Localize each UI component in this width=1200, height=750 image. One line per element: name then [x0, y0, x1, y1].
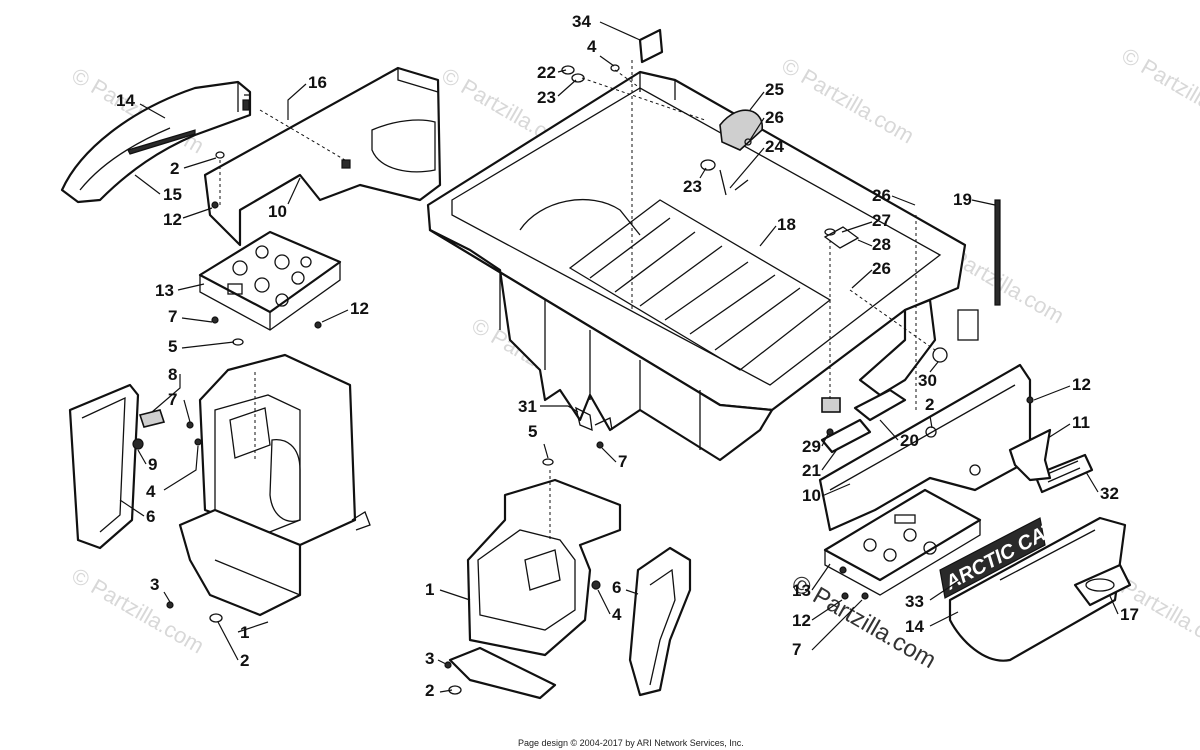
hardware: [132, 64, 1034, 695]
watermark: © Partzilla.com: [1118, 43, 1200, 139]
callout-label: 21: [802, 461, 821, 480]
callout-label: 12: [792, 611, 811, 630]
callout-label: 10: [268, 202, 287, 221]
callout-label: 25: [765, 80, 784, 99]
callout-label: 13: [792, 581, 811, 600]
callout-label: 2: [170, 159, 179, 178]
callout-label: 7: [618, 452, 627, 471]
callout-label: 5: [168, 337, 177, 356]
callout-label: 17: [1120, 605, 1139, 624]
callout-label: 8: [168, 365, 177, 384]
callout-label: 10: [802, 486, 821, 505]
left-mud-flap: [68, 383, 140, 550]
callout-label: 3: [425, 649, 434, 668]
callout-label: 5: [528, 422, 537, 441]
callout-label: 29: [802, 437, 821, 456]
left-footrest: [198, 230, 342, 331]
rear-fender-right: [948, 516, 1132, 662]
callout-label: 34: [572, 12, 591, 31]
callout-label: 24: [765, 137, 784, 156]
callout-label: 14: [116, 91, 135, 110]
callout-label: 2: [925, 395, 934, 414]
callout-label: 33: [905, 592, 924, 611]
callout-label: 20: [900, 431, 919, 450]
watermark: © Partzilla.com: [68, 563, 209, 659]
callout-label: 12: [350, 299, 369, 318]
footer-copyright: Page design © 2004-2017 by ARI Network S…: [518, 738, 744, 748]
callout-label: 13: [155, 281, 174, 300]
callout-label: 23: [683, 177, 702, 196]
watermark: © Partzilla.com: [778, 53, 919, 149]
callout-label: 18: [777, 215, 796, 234]
callout-label: 26: [872, 259, 891, 278]
assembly-lines: [219, 60, 936, 540]
callout-label: 28: [872, 235, 891, 254]
left-rear-fender: [178, 353, 371, 617]
callout-label: 12: [1072, 375, 1091, 394]
callout-label: 26: [765, 108, 784, 127]
callout-label: 2: [240, 651, 249, 670]
callout-label: 23: [537, 88, 556, 107]
left-side-panel: [203, 66, 442, 247]
callout-label: 1: [240, 623, 249, 642]
callout-label: 7: [168, 307, 177, 326]
small-decals: [638, 28, 1094, 494]
callout-label: 2: [425, 681, 434, 700]
rear-panel: [818, 363, 1032, 532]
callout-label: 4: [587, 37, 597, 56]
callouts: 34 4 22 23 25 26 24 23 14 16 2 15 12 10 …: [116, 12, 1139, 700]
callout-label: 1: [425, 580, 434, 599]
callout-label: 30: [918, 371, 937, 390]
callout-label: 16: [308, 73, 327, 92]
callout-label: 6: [612, 578, 621, 597]
callout-label: 12: [163, 210, 182, 229]
callout-label: 3: [150, 575, 159, 594]
center-fender: [448, 478, 622, 700]
callout-label: 4: [612, 605, 622, 624]
callout-label: 9: [148, 455, 157, 474]
right-footrest: [823, 488, 982, 596]
callout-label: 19: [953, 190, 972, 209]
callout-label: 14: [905, 617, 924, 636]
callout-label: 7: [792, 640, 801, 659]
callout-label: 27: [872, 211, 891, 230]
callout-label: 4: [146, 482, 156, 501]
callout-label: 26: [872, 186, 891, 205]
right-mud-flap: [628, 546, 692, 697]
callout-label: 7: [168, 390, 177, 409]
front-fender-left: [60, 80, 252, 204]
callout-label: 31: [518, 397, 537, 416]
callout-label: 22: [537, 63, 556, 82]
callout-label: 32: [1100, 484, 1119, 503]
callout-label: 15: [163, 185, 182, 204]
callout-label: 11: [1072, 413, 1090, 432]
callout-label: 6: [146, 507, 155, 526]
